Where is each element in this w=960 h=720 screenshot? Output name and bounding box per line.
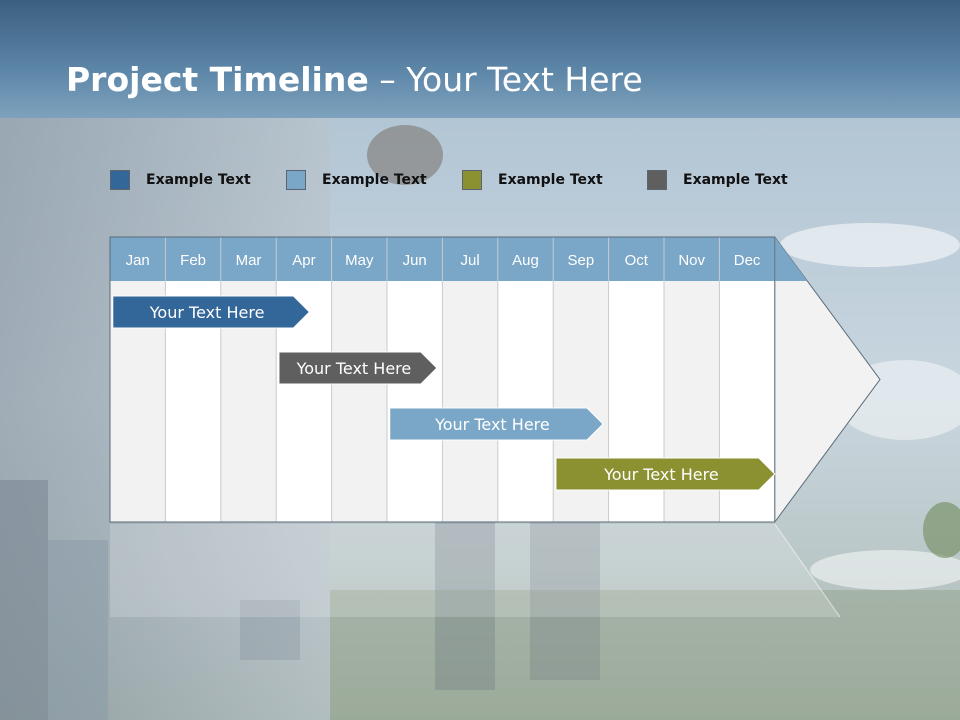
task-arrow-3	[389, 407, 604, 441]
task-label-3: Your Text Here	[434, 415, 550, 434]
task-arrow-4	[555, 457, 776, 491]
month-header-band	[110, 237, 808, 281]
legend-swatch	[647, 170, 667, 190]
month-label-sep: Sep	[568, 252, 595, 269]
legend-label: Example Text	[683, 172, 788, 188]
month-column	[442, 281, 498, 522]
month-label-aug: Aug	[512, 252, 539, 269]
title-bold: Project Timeline	[66, 60, 369, 99]
task-label-4: Your Text Here	[603, 465, 719, 484]
timeline-reflection	[110, 524, 840, 617]
month-label-oct: Oct	[625, 252, 649, 269]
task-arrow-1	[112, 295, 311, 329]
month-label-nov: Nov	[678, 252, 705, 269]
legend-label: Example Text	[498, 172, 603, 188]
timeline-border	[109, 236, 776, 523]
legend-swatch	[462, 170, 482, 190]
legend-label: Example Text	[322, 172, 427, 188]
month-label-mar: Mar	[236, 252, 262, 269]
month-column	[387, 281, 443, 522]
month-label-feb: Feb	[180, 252, 206, 269]
title-rest: – Your Text Here	[368, 60, 643, 99]
slide-title: Project Timeline – Your Text Here	[66, 60, 643, 99]
legend-swatch	[110, 170, 130, 190]
month-label-apr: Apr	[292, 252, 315, 269]
task-label-1: Your Text Here	[149, 303, 265, 322]
month-label-dec: Dec	[734, 252, 761, 269]
month-label-may: May	[345, 252, 374, 269]
task-arrow-2	[278, 351, 438, 385]
month-column	[331, 281, 387, 522]
legend-label: Example Text	[146, 172, 251, 188]
reflection-edge	[774, 523, 841, 618]
legend-swatch	[286, 170, 306, 190]
month-label-jun: Jun	[403, 252, 427, 269]
task-label-2: Your Text Here	[296, 359, 412, 378]
month-column	[497, 281, 554, 522]
month-label-jan: Jan	[126, 252, 150, 269]
month-label-jul: Jul	[461, 252, 480, 269]
